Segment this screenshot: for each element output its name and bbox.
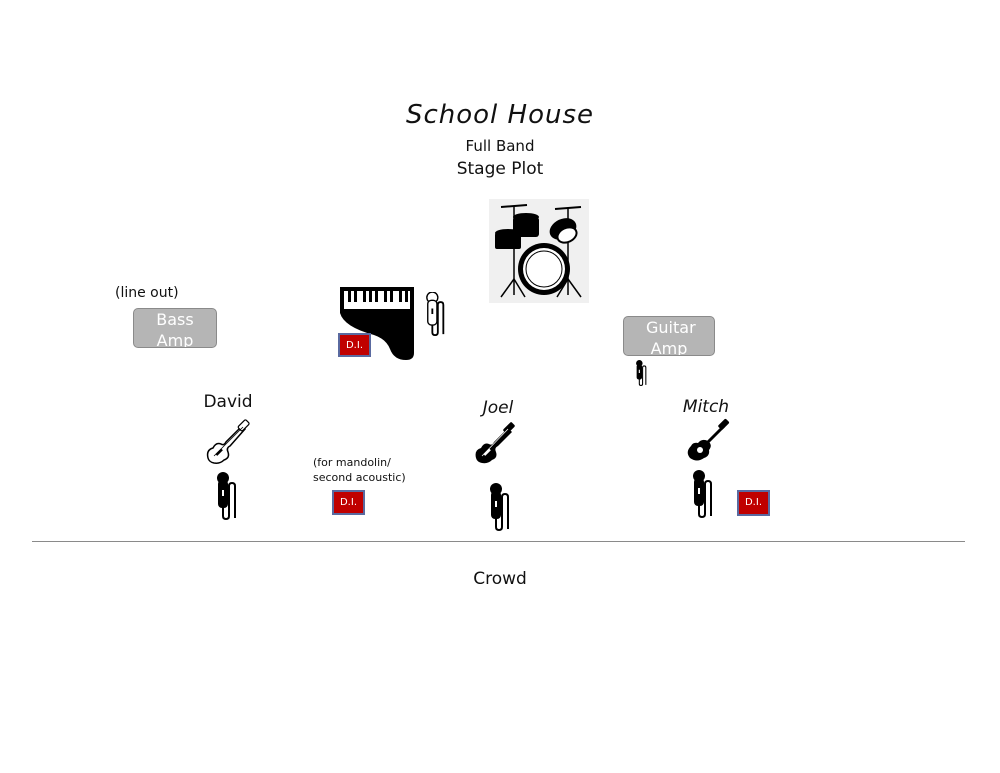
joel-mic-icon — [488, 483, 512, 531]
crowd-label: Crowd — [473, 569, 527, 589]
page-caption: Stage Plot — [456, 159, 544, 179]
mandolin-di-box: D.I. — [332, 490, 365, 515]
stage-edge-line — [32, 541, 965, 542]
drum-kit-icon — [489, 199, 589, 303]
piano-mic-icon — [425, 292, 447, 336]
bass-guitar-icon — [204, 418, 252, 466]
page-title: School House — [405, 100, 595, 130]
bass-amp-note: (line out) — [115, 285, 179, 301]
performer-name-david: David — [203, 392, 253, 412]
mitch-di-box: D.I. — [737, 490, 770, 516]
performer-name-mitch: Mitch — [682, 397, 730, 417]
electric-guitar-icon — [472, 418, 520, 466]
guitar-amp-mic-icon — [635, 360, 648, 386]
performer-name-joel: Joel — [482, 398, 514, 418]
mandolin-note-line2: second acoustic) — [313, 471, 406, 484]
david-mic-icon — [215, 472, 239, 520]
page-subtitle: Full Band — [465, 137, 535, 155]
grand-piano-icon — [338, 285, 418, 361]
guitar-amp: Guitar Amp — [623, 316, 715, 356]
bass-amp: Bass Amp — [133, 308, 217, 348]
mandolin-note-line1: (for mandolin/ — [313, 456, 391, 469]
piano-di-box: D.I. — [338, 333, 371, 357]
mitch-mic-icon — [691, 470, 715, 518]
acoustic-guitar-icon — [684, 416, 732, 464]
